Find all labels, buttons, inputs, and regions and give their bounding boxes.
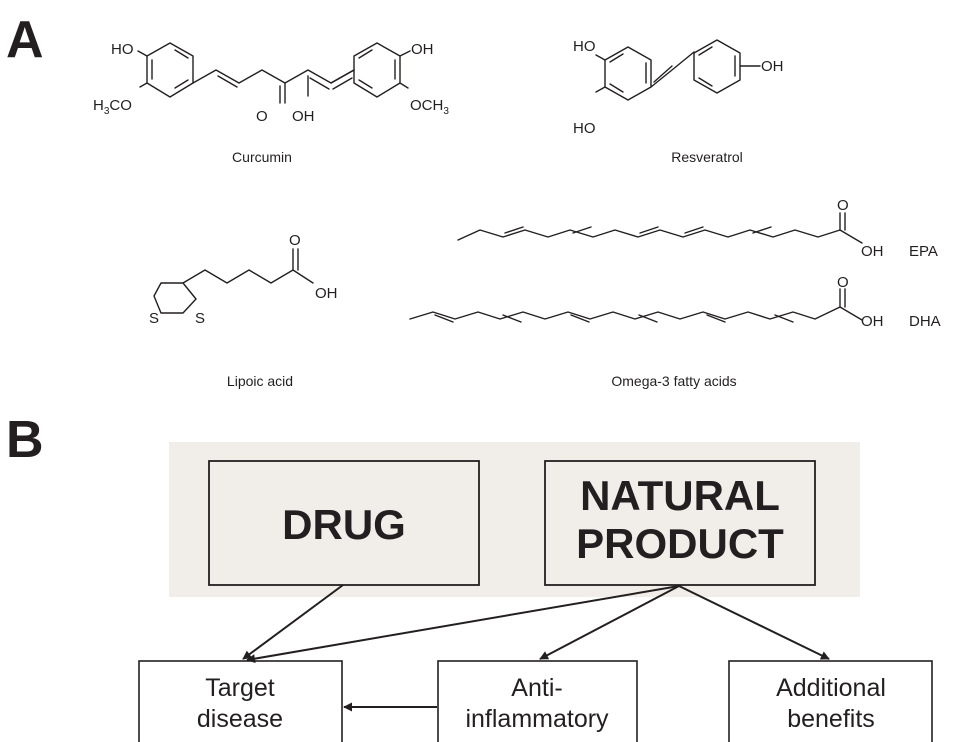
dha-atom-oh: OH [861, 313, 884, 330]
natural-product-box [544, 460, 816, 586]
target-disease-node: Target disease [138, 660, 343, 742]
resveratrol-atom-ho-bottom: HO [573, 120, 596, 137]
panel-a-label: A [6, 11, 44, 69]
curcumin-atom-h3co: H3CO [93, 97, 132, 117]
resveratrol-atom-ho-top: HO [573, 38, 596, 55]
lipoic-acid-structure [153, 248, 314, 314]
lipoic-acid-atom-oh: OH [315, 285, 338, 302]
curcumin-atom-och3: OCH3 [410, 97, 449, 117]
target-disease-label-line1: Target [205, 674, 275, 702]
arrow-natural-to-benefits [678, 585, 830, 660]
additional-benefits-node: Additional benefits [728, 660, 933, 742]
natural-product-label-line2: PRODUCT [576, 520, 784, 567]
dha-label: DHA [909, 313, 941, 330]
natural-product-label-line1: NATURAL [580, 472, 780, 519]
curcumin-atom-h3co-co: CO [109, 97, 132, 114]
target-disease-label-line2: disease [197, 705, 283, 733]
dha-atom-o: O [837, 274, 849, 291]
panel-b-label: B [6, 411, 44, 469]
curcumin-atom-ketone-o: O [256, 108, 268, 125]
drug-node: DRUG [208, 460, 480, 586]
natural-product-node: NATURAL PRODUCT [544, 460, 816, 586]
curcumin-structure [137, 42, 411, 104]
epa-atom-o: O [837, 197, 849, 214]
anti-inflammatory-node: Anti- inflammatory [437, 660, 638, 742]
target-disease-box [138, 660, 343, 742]
resveratrol-caption: Resveratrol [671, 149, 743, 165]
anti-inflammatory-box [437, 660, 638, 742]
curcumin-atom-och3-3: 3 [443, 106, 449, 117]
drug-box [208, 460, 480, 586]
curcumin-atom-ho: HO [111, 41, 134, 58]
curcumin-atom-och3-och: OCH [410, 97, 443, 114]
epa-atom-oh: OH [861, 243, 884, 260]
lipoic-acid-atom-s1: S [149, 310, 159, 327]
arrow-natural-to-target [246, 585, 680, 664]
curcumin-atom-h3co-3: 3 [104, 106, 110, 117]
dha-structure [409, 288, 863, 323]
curcumin-atom-oh: OH [411, 41, 434, 58]
additional-benefits-box [728, 660, 933, 742]
additional-benefits-label-line2: benefits [787, 705, 875, 733]
arrow-drug-to-target [242, 584, 344, 660]
resveratrol-atom-oh: OH [761, 58, 784, 75]
drug-label: DRUG [282, 501, 406, 548]
anti-inflammatory-label-line2: inflammatory [465, 705, 609, 733]
lipoic-acid-atom-s2: S [195, 310, 205, 327]
curcumin-caption: Curcumin [232, 149, 292, 165]
anti-inflammatory-label-line1: Anti- [511, 674, 562, 702]
lipoic-acid-caption: Lipoic acid [227, 373, 293, 389]
curcumin-atom-h3co-h: H [93, 97, 104, 114]
lipoic-acid-atom-o: O [289, 232, 301, 249]
omega3-caption: Omega-3 fatty acids [611, 373, 736, 389]
additional-benefits-label-line1: Additional [776, 674, 886, 702]
resveratrol-structure [595, 39, 761, 101]
epa-structure [457, 212, 863, 244]
curcumin-atom-enol-oh: OH [292, 108, 315, 125]
arrow-natural-to-anti-inflammatory [539, 585, 680, 660]
epa-label: EPA [909, 243, 938, 260]
